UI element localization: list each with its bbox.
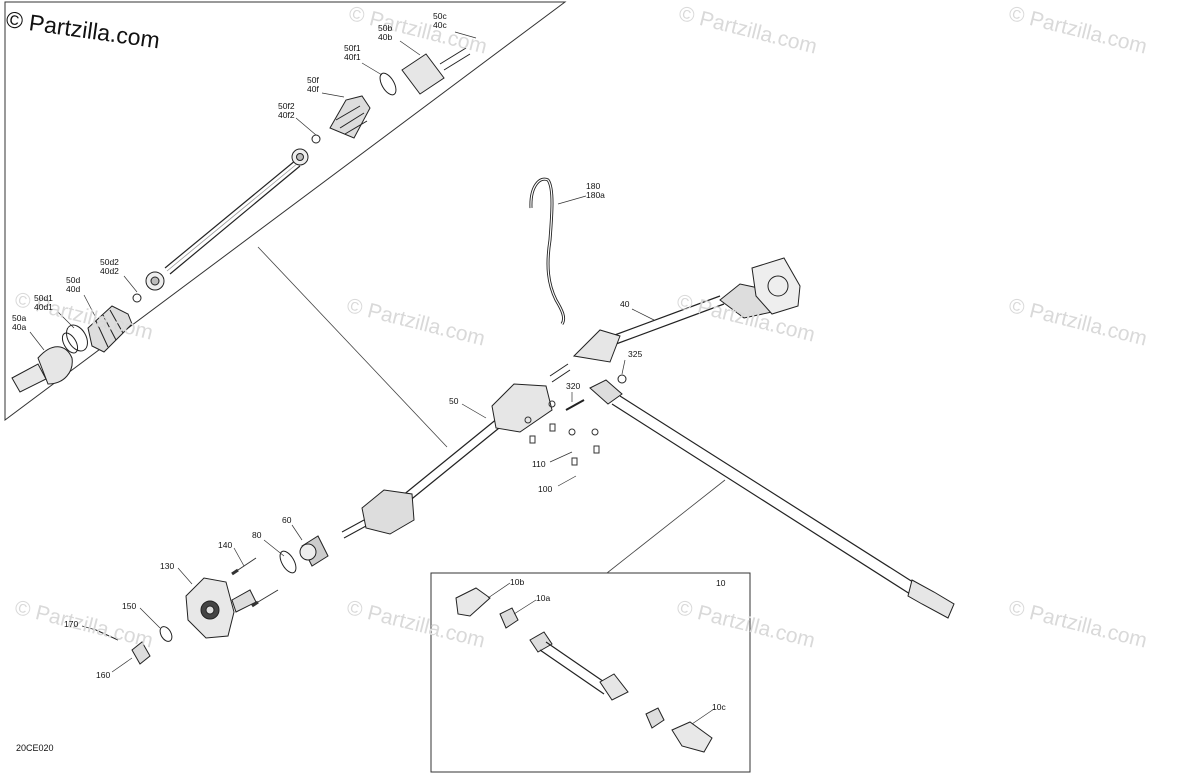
wheel-hub-130 bbox=[185, 577, 257, 639]
callout-325[interactable]: 325 bbox=[628, 349, 643, 359]
callout-80[interactable]: 80 bbox=[252, 530, 262, 540]
callout-50f[interactable]: 50f 40f bbox=[307, 76, 319, 94]
callout-50d2[interactable]: 50d2 40d2 bbox=[100, 258, 119, 276]
fasteners-100-110 bbox=[524, 400, 600, 466]
nut-325 bbox=[617, 374, 627, 384]
callout-line: 50d bbox=[66, 275, 81, 285]
bolt-320 bbox=[565, 399, 585, 411]
callout-50f1[interactable]: 50f1 40f1 bbox=[344, 44, 361, 62]
breather-hose-180 bbox=[529, 177, 566, 325]
callout-10[interactable]: 10 bbox=[716, 578, 726, 588]
callout-line: 40d2 bbox=[100, 266, 119, 276]
bolts-140 bbox=[231, 557, 279, 608]
callout-50d[interactable]: 50d 40d bbox=[66, 276, 80, 294]
callout-line: 40d1 bbox=[34, 302, 53, 312]
callout-line: 50b bbox=[378, 23, 393, 33]
callout-line: 40f2 bbox=[278, 110, 295, 120]
callout-10b[interactable]: 10b bbox=[510, 577, 525, 587]
inset-clamp-40f2 bbox=[311, 134, 321, 144]
inset-ring-40d1 bbox=[66, 324, 88, 352]
callout-100[interactable]: 100 bbox=[538, 484, 553, 494]
axle-shaft-50 bbox=[341, 363, 571, 539]
inset-boot-40f bbox=[329, 95, 371, 139]
callout-10c[interactable]: 10c bbox=[712, 702, 726, 712]
callout-line: 40f1 bbox=[344, 52, 361, 62]
callout-line: 180 bbox=[586, 181, 601, 191]
callout-10a[interactable]: 10a bbox=[536, 593, 551, 603]
callout-line: 50f bbox=[307, 75, 319, 85]
callout-50c[interactable]: 50c 40c bbox=[433, 12, 447, 30]
callout-160[interactable]: 160 bbox=[96, 670, 111, 680]
washer-150 bbox=[159, 626, 173, 642]
axle-shaft-40 bbox=[572, 257, 801, 363]
callout-line: 50d1 bbox=[34, 293, 53, 303]
inset-boot-40d bbox=[87, 305, 133, 353]
callout-line: 40d bbox=[66, 284, 81, 294]
callout-line: 40a bbox=[12, 322, 27, 332]
shaft-tube-10 bbox=[529, 631, 629, 701]
callout-130[interactable]: 130 bbox=[160, 561, 175, 571]
callout-140[interactable]: 140 bbox=[218, 540, 233, 550]
callout-line: 40b bbox=[378, 32, 393, 42]
callout-50[interactable]: 50 bbox=[449, 396, 459, 406]
circlip-80 bbox=[279, 550, 297, 574]
inset-inner-cv-housing bbox=[401, 47, 471, 95]
inset-clamp-40d2 bbox=[132, 293, 142, 303]
callout-50a[interactable]: 50a 40a bbox=[12, 314, 26, 332]
cotter-pin-170 bbox=[95, 629, 119, 641]
callout-line: 40f bbox=[307, 84, 319, 94]
callout-line: 180a bbox=[586, 190, 605, 200]
propshaft-10 bbox=[589, 379, 955, 619]
inset-outer-cv-joint bbox=[11, 332, 79, 393]
callout-line: 50c bbox=[433, 11, 447, 21]
callout-320[interactable]: 320 bbox=[566, 381, 581, 391]
yoke-10c bbox=[671, 721, 713, 753]
bearing-60 bbox=[299, 535, 329, 567]
callout-110[interactable]: 110 bbox=[532, 459, 546, 469]
callout-line: 50d2 bbox=[100, 257, 119, 267]
inset-frame-shaft-detail bbox=[4, 1, 567, 421]
callout-line: 50f2 bbox=[278, 101, 295, 111]
diagram-code: 20CE020 bbox=[16, 743, 54, 753]
inset-ring-40f1 bbox=[379, 72, 397, 96]
callout-180[interactable]: 180 180a bbox=[586, 182, 605, 200]
callout-50b[interactable]: 50b 40b bbox=[378, 24, 392, 42]
callout-line: 40c bbox=[433, 20, 447, 30]
callout-170[interactable]: 170 bbox=[64, 619, 79, 629]
callout-40[interactable]: 40 bbox=[620, 299, 630, 309]
callout-line: 50f1 bbox=[344, 43, 361, 53]
callout-60[interactable]: 60 bbox=[282, 515, 292, 525]
yoke-10b bbox=[455, 587, 491, 617]
callout-line: 50a bbox=[12, 313, 27, 323]
nut-160 bbox=[131, 641, 151, 665]
inset-axle-shaft bbox=[145, 148, 309, 291]
callout-50d1[interactable]: 50d1 40d1 bbox=[34, 294, 53, 312]
inset-frame-propshaft bbox=[430, 572, 751, 773]
cross-10a-second bbox=[645, 707, 665, 729]
callout-50f2[interactable]: 50f2 40f2 bbox=[278, 102, 295, 120]
cross-10a bbox=[499, 607, 519, 629]
callout-150[interactable]: 150 bbox=[122, 601, 137, 611]
